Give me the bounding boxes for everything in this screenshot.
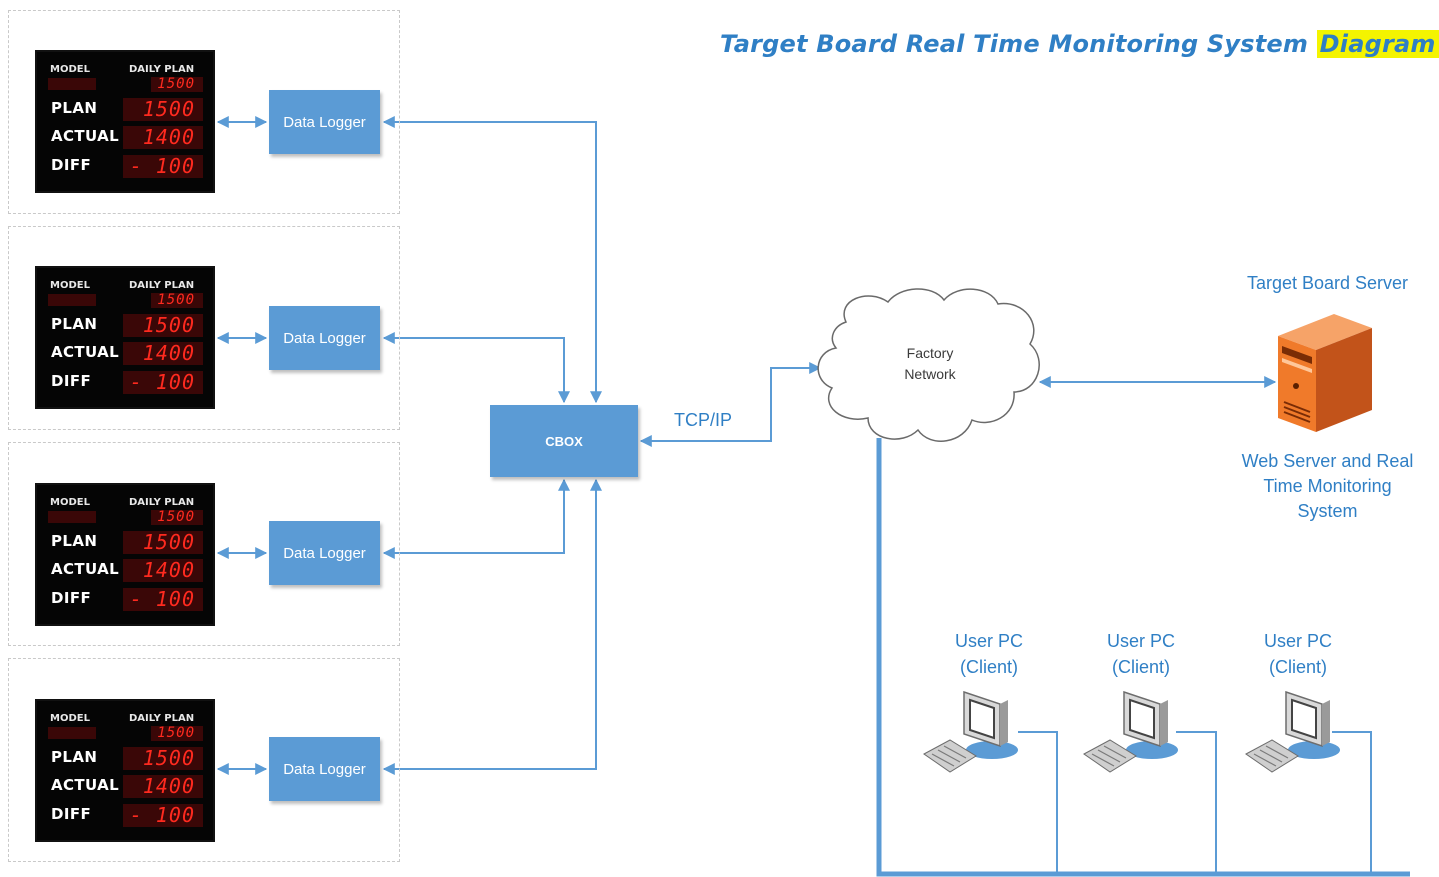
client-link-3 [1332,731,1372,874]
server-desc-line-2: Time Monitoring [1263,476,1392,496]
diff-value: - 100 [123,588,203,611]
data-logger-2: Data Logger [269,306,380,370]
tcp-ip-label: TCP/IP [674,410,733,430]
server-desc-line-1: Web Server and Real [1241,451,1414,471]
client-link-2 [1176,731,1217,874]
target-board-1: MODEL DAILY PLAN 1500 PLAN 1500 ACTUAL 1… [35,50,215,193]
cbox-node: CBOX [490,405,638,477]
station-group-3 [8,442,400,646]
target-board-2: MODEL DAILY PLAN 1500 PLAN 1500 ACTUAL 1… [35,266,215,409]
network-line-2: Network [904,366,956,382]
client-label-3: User PC (Client) [1238,628,1358,680]
data-logger-4: Data Logger [269,737,380,801]
client-label-1: User PC (Client) [929,628,1049,680]
client-link-1 [1018,731,1058,874]
plan-value: 1500 [123,314,203,337]
server-description: Web Server and Real Time Monitoring Syst… [1225,449,1430,524]
logger-cbox-link-3 [382,478,570,559]
logger-cbox-link-4 [382,478,602,775]
daily-plan-label: DAILY PLAN [129,713,195,724]
diff-label: DIFF [51,372,92,390]
daily-plan-value: 1500 [151,510,203,525]
plan-value: 1500 [123,747,203,770]
logger-cbox-link-1 [382,116,602,404]
target-board-3: MODEL DAILY PLAN 1500 PLAN 1500 ACTUAL 1… [35,483,215,626]
model-value [48,78,96,90]
target-board-4: MODEL DAILY PLAN 1500 PLAN 1500 ACTUAL 1… [35,699,215,842]
logger-cbox-link-2 [382,332,570,404]
model-label: MODEL [50,280,90,291]
client-line-1: User PC [954,631,1023,651]
daily-plan-label: DAILY PLAN [129,280,195,291]
actual-label: ACTUAL [51,127,120,145]
diff-label: DIFF [51,805,92,823]
station-group-1 [8,10,400,214]
actual-label: ACTUAL [51,776,120,794]
station-group-4 [8,658,400,862]
model-value [48,727,96,739]
plan-value: 1500 [123,98,203,121]
model-label: MODEL [50,497,90,508]
client-line-1: User PC [1106,631,1175,651]
daily-plan-label: DAILY PLAN [129,497,195,508]
model-value [48,294,96,306]
daily-plan-value: 1500 [151,77,203,92]
model-label: MODEL [50,713,90,724]
actual-label: ACTUAL [51,343,120,361]
plan-label: PLAN [51,315,98,333]
diff-label: DIFF [51,589,92,607]
client-line-1: User PC [1263,631,1332,651]
client-line-2: (Client) [959,657,1018,677]
daily-plan-value: 1500 [151,293,203,308]
user-pc-icon-3 [1245,690,1340,773]
diff-value: - 100 [123,371,203,394]
diff-label: DIFF [51,156,92,174]
server-title: Target Board Server [1246,273,1409,293]
plan-label: PLAN [51,748,98,766]
factory-network-cloud [817,288,1040,442]
lan-bus [876,438,1410,877]
server-desc-line-3: System [1297,501,1358,521]
title-text: Target Board Real Time Monitoring System [720,30,1309,58]
client-label-2: User PC (Client) [1081,628,1201,680]
actual-value: 1400 [123,775,203,798]
factory-network-label: Factory Network [870,343,990,385]
server-icon [1278,314,1372,432]
daily-plan-label: DAILY PLAN [129,64,195,75]
cbox-network-link [639,362,822,447]
actual-value: 1400 [123,342,203,365]
plan-label: PLAN [51,532,98,550]
plan-label: PLAN [51,99,98,117]
model-value [48,511,96,523]
model-label: MODEL [50,64,90,75]
diff-value: - 100 [123,804,203,827]
station-group-2 [8,226,400,430]
title-highlight: Diagram [1316,30,1439,58]
daily-plan-value: 1500 [151,726,203,741]
user-pc-icon-2 [1083,690,1178,773]
user-pc-icon-1 [923,690,1018,773]
client-line-2: (Client) [1268,657,1327,677]
diff-value: - 100 [123,155,203,178]
data-logger-1: Data Logger [269,90,380,154]
actual-value: 1400 [123,559,203,582]
network-line-1: Factory [906,345,954,361]
client-line-2: (Client) [1111,657,1170,677]
plan-value: 1500 [123,531,203,554]
actual-label: ACTUAL [51,560,120,578]
actual-value: 1400 [123,126,203,149]
diagram-title: Target Board Real Time Monitoring System… [720,30,1439,58]
data-logger-3: Data Logger [269,521,380,585]
